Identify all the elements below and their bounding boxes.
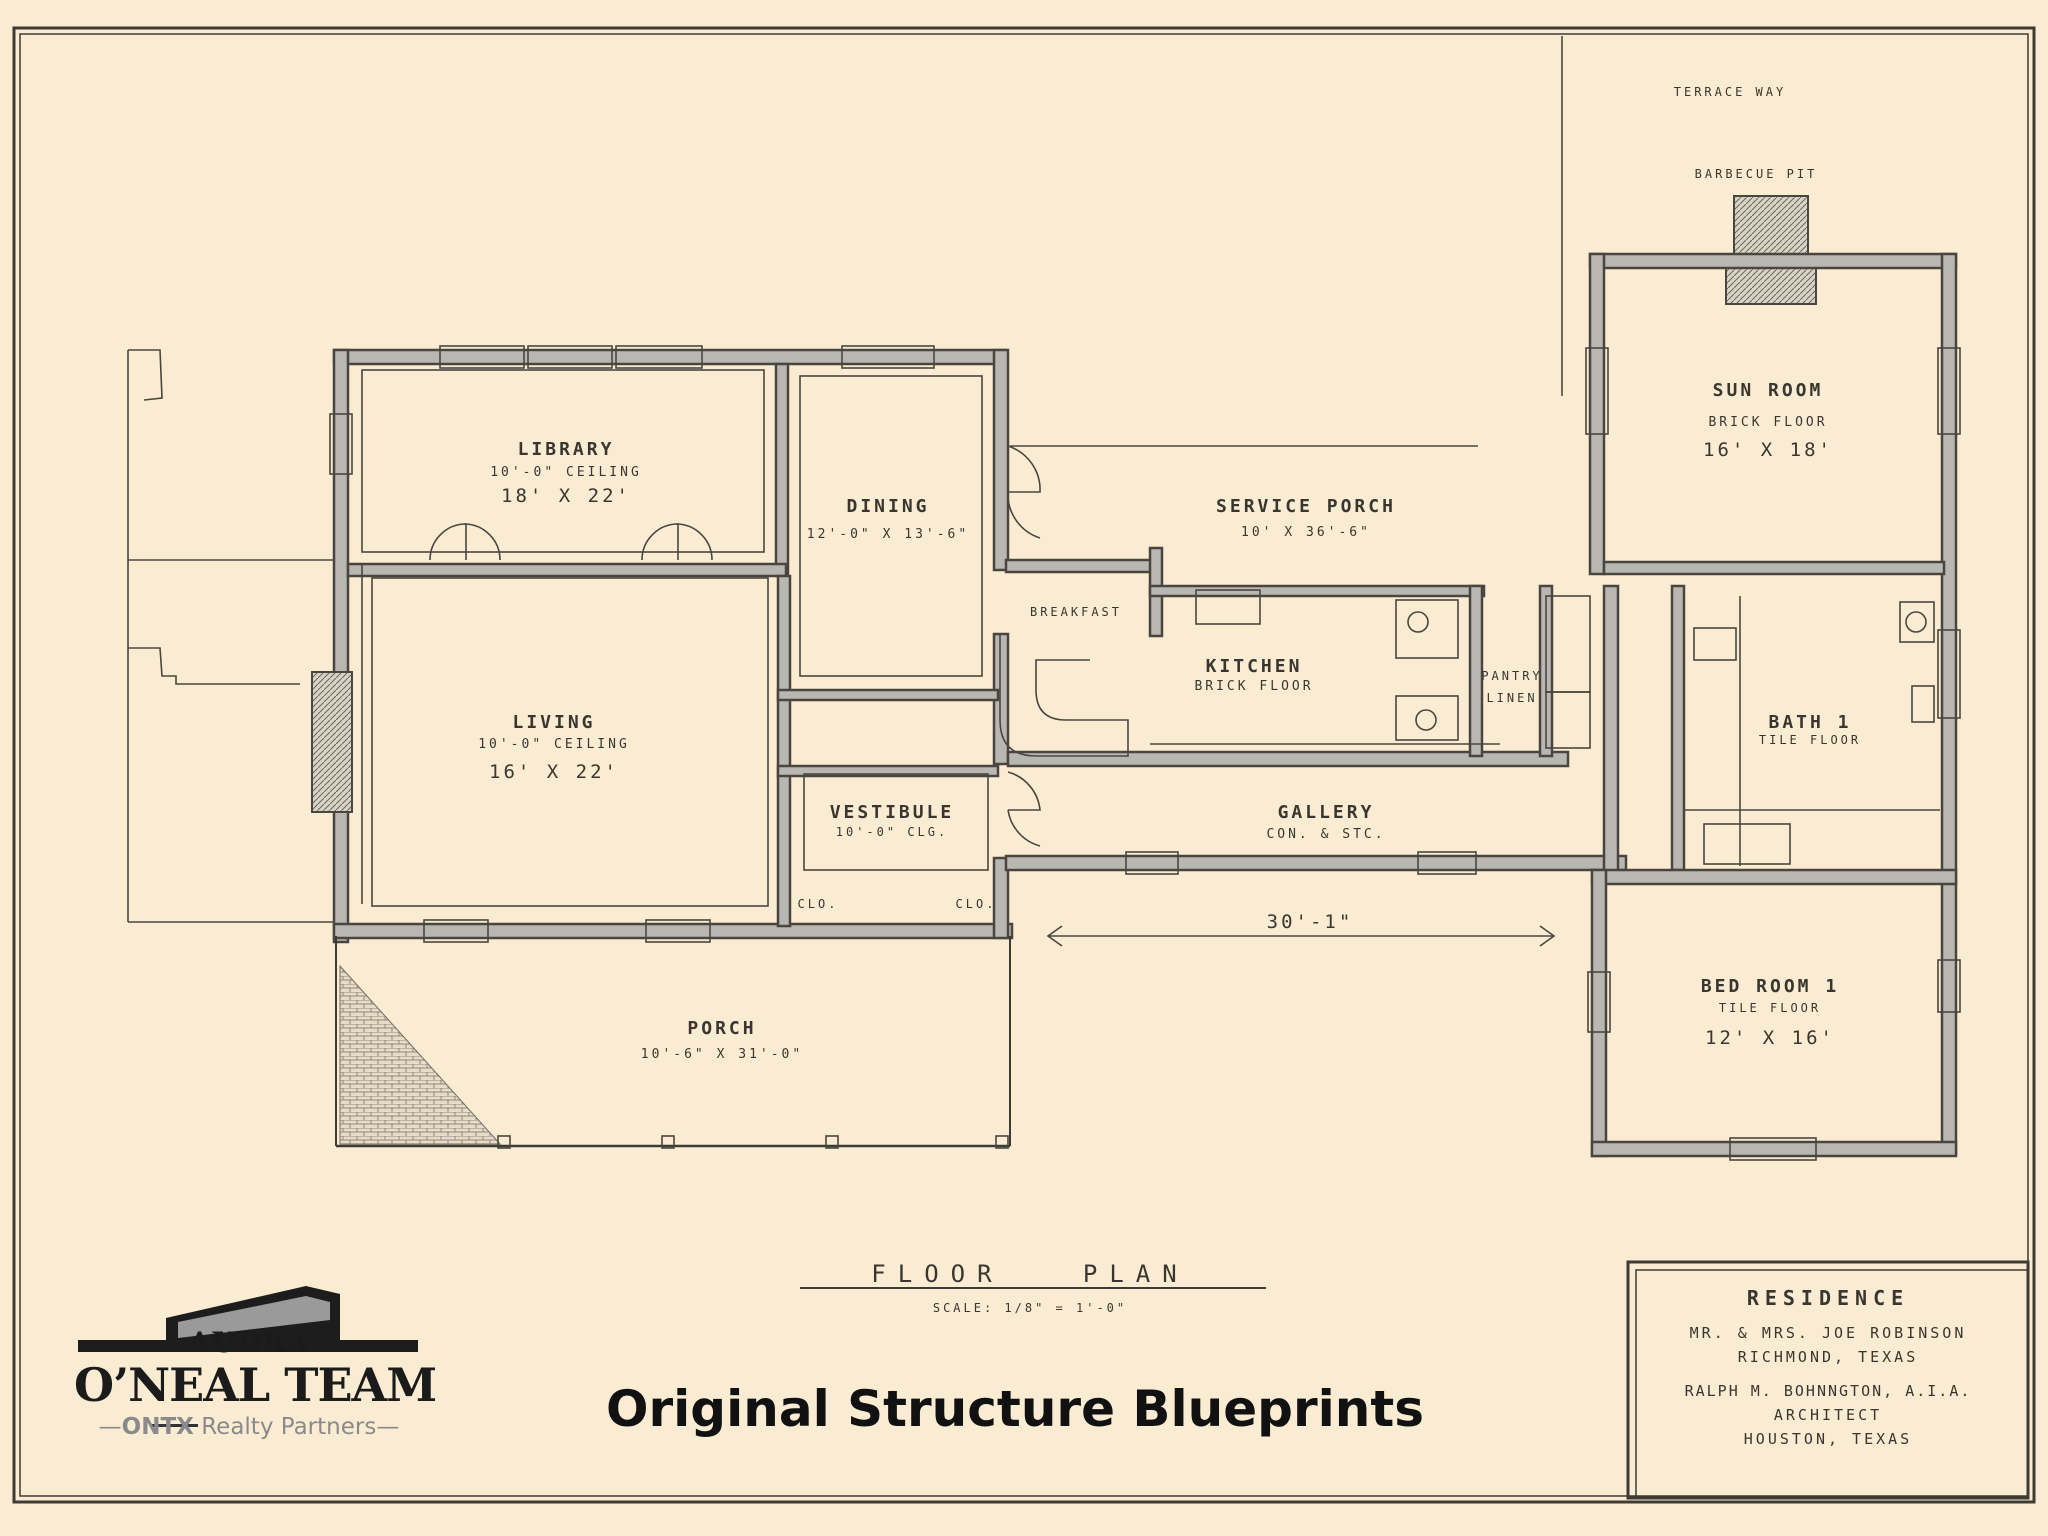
dining-size: 12'-0" X 13'-6" [807,527,969,542]
fireplace [311,671,353,813]
kitchen-note: BRICK FLOOR [1194,679,1313,694]
vestibule-name: VESTIBULE [830,802,955,823]
outer-border [12,26,2036,1504]
bedroom-name: BED ROOM 1 [1701,976,1839,997]
title-block-city: HOUSTON, TEXAS [1743,1430,1913,1448]
barbecue-label: BARBECUE PIT [1695,167,1818,181]
inner-border [19,33,2029,1497]
living-size: 16' X 22' [489,761,619,783]
library-name: LIBRARY [518,439,615,460]
service-porch-size: 10' X 36'-6" [1241,525,1371,540]
dining-name: DINING [846,496,929,517]
sun-room-note: BRICK FLOOR [1708,415,1827,430]
title-block-heading: RESIDENCE [1746,1286,1910,1310]
linen-name: LINEN [1486,691,1537,705]
library-size: 18' X 22' [501,485,631,507]
sun-room-name: SUN ROOM [1713,380,1824,401]
plan-scale: SCALE: 1/8" = 1'-0" [933,1301,1127,1315]
living-note: 10'-0" CEILING [478,737,630,752]
porch-size: 10'-6" X 31'-0" [641,1047,803,1062]
title-block-architect: RALPH M. BOHNNGTON, A.I.A. [1684,1382,1972,1400]
logo-brand-ontx: ONTX [121,1414,194,1440]
logo-line-team: O’NEAL TEAM [74,1358,437,1412]
kitchen-name: KITCHEN [1206,656,1303,677]
vestibule-note: 10'-0" CLG. [836,825,948,839]
title-block-location: RICHMOND, TEXAS [1737,1348,1919,1366]
title-block-client: MR. & MRS. JOE ROBINSON [1689,1324,1967,1342]
logo-line-audra: AUDRA [188,1326,310,1359]
bedroom-note: TILE FLOOR [1719,1001,1821,1015]
terrace-label: TERRACE WAY [1674,85,1786,99]
living-name: LIVING [512,712,595,733]
title-block: RESIDENCE MR. & MRS. JOE ROBINSON RICHMO… [1628,1262,2028,1498]
exterior-walls [311,252,1958,1158]
porch-outline [335,936,1011,1149]
bath-name: BATH 1 [1768,712,1851,733]
closet-left-name: CLO. [798,897,839,911]
brand-logo: AUDRA O’NEAL TEAM —ONTX Realty Partners— [74,1282,437,1452]
porch-name: PORCH [687,1018,756,1039]
bedroom-size: 12' X 16' [1705,1027,1835,1049]
page-caption: Original Structure Blueprints [606,1380,1424,1438]
logo-line-realty: —ONTX Realty Partners— [98,1414,400,1440]
gallery-note: CON. & STC. [1266,827,1385,842]
breakfast-name: BREAKFAST [1030,605,1122,619]
window-marks [329,345,1961,1161]
door-swings [429,445,1041,847]
overall-dimension: 30'-1" [1267,911,1354,933]
closet-right-name: CLO. [956,897,997,911]
dimension-line [1046,925,1556,947]
gallery-name: GALLERY [1278,802,1375,823]
plan-title: FLOOR PLAN [871,1260,1188,1288]
pantry-name: PANTRY [1481,669,1542,683]
title-block-role: ARCHITECT [1773,1406,1883,1424]
logo-roof [78,1286,418,1427]
site-lines [127,36,1563,923]
library-note: 10'-0" CEILING [490,465,642,480]
interior-details [361,369,1940,907]
service-porch-name: SERVICE PORCH [1216,496,1396,517]
sun-room-size: 16' X 18' [1703,439,1833,461]
logo-realty-partners: Realty Partners [193,1414,377,1440]
bath-note: TILE FLOOR [1759,733,1861,747]
barbecue-chimney [1733,195,1809,259]
